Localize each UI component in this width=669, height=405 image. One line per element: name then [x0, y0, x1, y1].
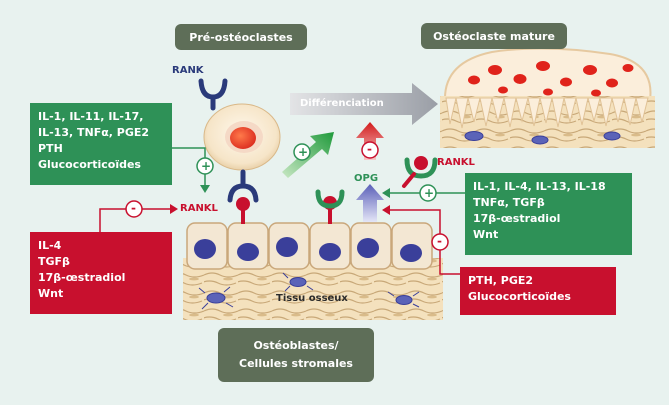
green-box-right: IL-1, IL-4, IL-13, IL-18 TNFα, TGFβ 17β-… — [465, 173, 632, 255]
differenciation-arrow — [290, 83, 438, 125]
pre-osteoclastes-label: Pré-ostéoclastes — [175, 24, 307, 50]
red-box-left: IL-4 TGFβ 17β-œstradiol Wnt — [30, 232, 172, 314]
osteoblastes-line-1: Ostéoblastes/ — [253, 339, 339, 352]
rankl-label-left: RANKL — [180, 203, 218, 214]
rankl-on-osteoblast — [315, 189, 345, 224]
rank-receptor-top — [198, 78, 228, 111]
green-box-left: IL-1, IL-11, IL-17, IL-13, TNFα, PGE2 PT… — [30, 103, 172, 185]
red-left-line-1: IL-4 — [38, 239, 62, 252]
green-right-line-2: TNFα, TGFβ — [473, 196, 545, 209]
rank-rankl-complex — [227, 169, 259, 224]
red-right-line-1: PTH, PGE2 — [468, 274, 534, 287]
sign-circles — [125, 141, 449, 251]
plus-sign-center: + — [298, 145, 309, 159]
green-left-line-3: PTH — [38, 142, 63, 155]
green-left-line-2: IL-13, TNFα, PGE2 — [38, 126, 150, 139]
green-right-line-3: 17β-œstradiol — [473, 212, 561, 225]
red-box-right: PTH, PGE2 Glucocorticoïdes — [460, 267, 616, 315]
osteoblast-cells — [186, 222, 433, 270]
osteoclaste-mature-label: Ostéoclaste mature — [421, 23, 567, 49]
plus-sign-right: + — [424, 186, 435, 200]
mature-osteoclast — [440, 47, 655, 148]
red-left-line-3: 17β-œstradiol — [38, 271, 126, 284]
osteoblastes-line-2: Cellules stromales — [239, 357, 353, 370]
opg-up-arrow — [356, 184, 384, 222]
red-up-arrow — [356, 122, 384, 160]
osteoblastes-label: Ostéoblastes/ Cellules stromales — [218, 328, 374, 382]
rank-label: RANK — [172, 65, 204, 76]
minus-sign-right: - — [437, 234, 442, 248]
osteocytes — [198, 272, 420, 310]
red-left-line-4: Wnt — [38, 287, 64, 300]
green-left-line-4: Glucocorticoïdes — [38, 158, 141, 171]
connector-red-left — [99, 204, 178, 232]
green-right-line-1: IL-1, IL-4, IL-13, IL-18 — [473, 180, 606, 193]
rankl-label-right: RANKL — [437, 157, 475, 168]
minus-sign-left: - — [131, 201, 136, 215]
rankl-opg-free — [402, 156, 438, 188]
tissu-osseux-label: Tissu osseux — [276, 293, 348, 304]
opg-label: OPG — [354, 173, 379, 184]
minus-sign-center: - — [367, 142, 372, 156]
green-right-line-4: Wnt — [473, 228, 499, 241]
pre-osteoclast-cell — [203, 103, 281, 171]
red-right-line-2: Glucocorticoïdes — [468, 290, 571, 303]
red-left-line-2: TGFβ — [38, 255, 70, 268]
differenciation-label: Différenciation — [300, 98, 384, 109]
green-left-line-1: IL-1, IL-11, IL-17, — [38, 110, 144, 123]
plus-sign-left: + — [201, 159, 212, 173]
